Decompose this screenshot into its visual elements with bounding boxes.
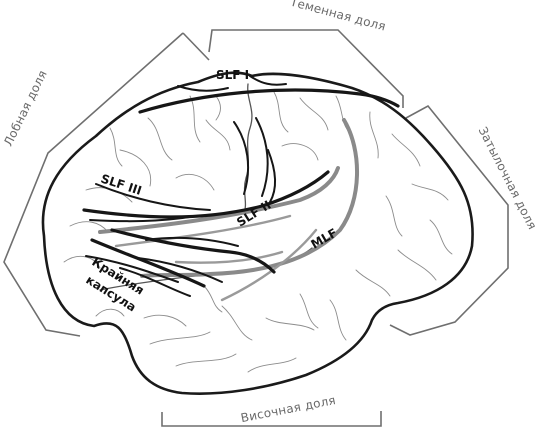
extreme-capsule-tract — [85, 228, 276, 297]
frontal-lobe-label: Лобная доля — [1, 68, 50, 148]
central-sulcus — [243, 83, 253, 215]
temporal-bracket — [161, 411, 382, 427]
temporal-lobe-label: Височная доля — [240, 393, 337, 425]
frontal-bracket — [3, 32, 210, 337]
slf-i-label: SLF I — [216, 68, 249, 82]
slf-i-tract — [138, 75, 400, 114]
occipital-bracket — [389, 104, 509, 336]
brain-outline — [41, 71, 474, 395]
slf-ii-tract — [98, 166, 340, 248]
parietal-bracket — [208, 29, 404, 108]
parietal-lobe-label: Теменная доля — [288, 0, 388, 34]
slf-iii-tract — [82, 117, 330, 223]
lobe-brackets — [3, 29, 509, 427]
